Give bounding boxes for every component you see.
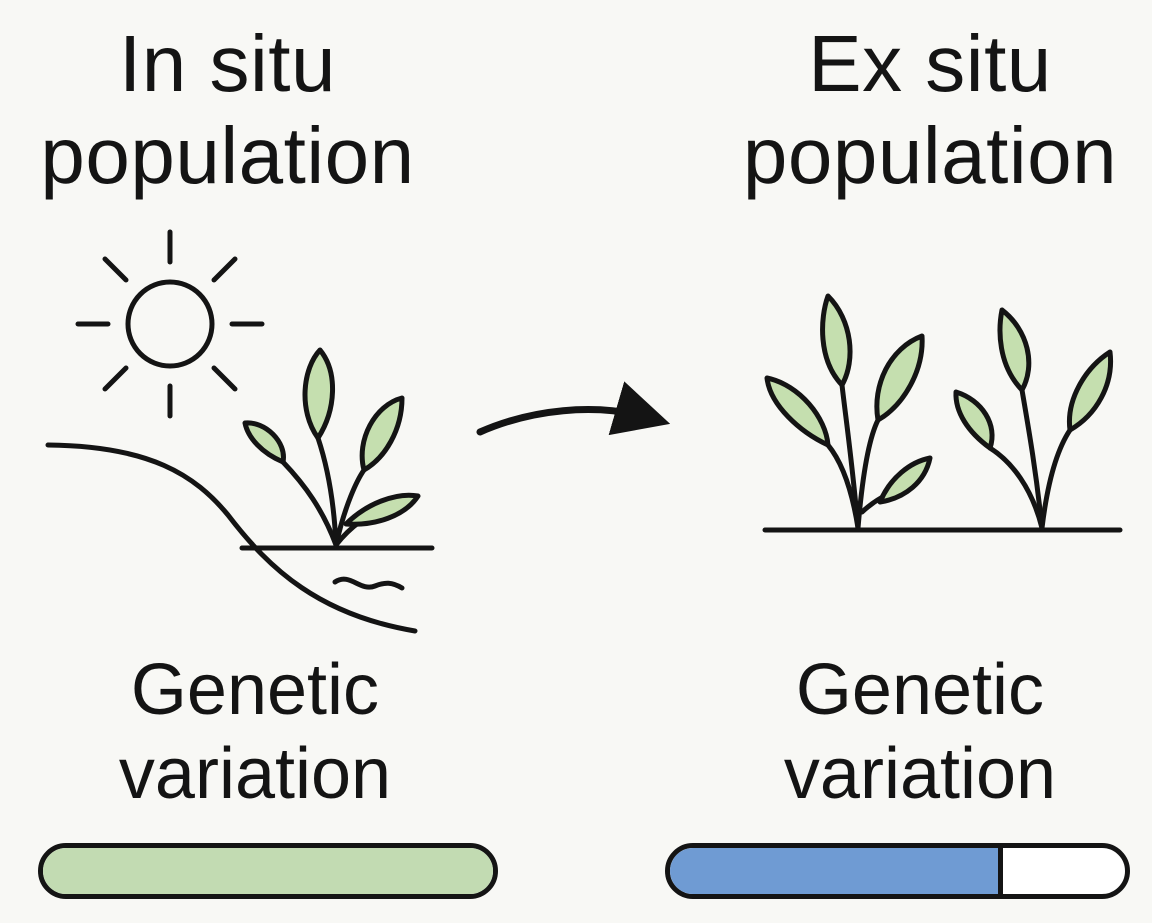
ex-situ-genetic-variation-label: Genetic variation: [700, 648, 1140, 816]
in-situ-genetic-variation-label: Genetic variation: [40, 648, 470, 816]
ex-situ-label-line2: variation: [783, 734, 1057, 814]
in-situ-title-line2: population: [40, 111, 415, 200]
arrow-right-icon: [476, 381, 671, 436]
in-situ-bar-fill: [43, 848, 493, 894]
plant-pair-icon: [762, 293, 1123, 533]
ex-situ-label-line1: Genetic: [795, 650, 1045, 730]
ex-situ-title-line2: population: [742, 111, 1118, 200]
in-situ-title: In situ population: [0, 18, 455, 202]
sun-icon: [75, 229, 265, 419]
ex-situ-bar-fill: [670, 848, 1003, 894]
in-situ-label-line2: variation: [118, 734, 392, 814]
hillside-icon: [45, 442, 435, 634]
ex-situ-title: Ex situ population: [700, 18, 1152, 202]
ex-situ-genetic-variation-bar: [665, 843, 1130, 899]
plant-icon: [242, 347, 421, 548]
ex-situ-title-line1: Ex situ: [808, 19, 1052, 108]
in-situ-label-line1: Genetic: [130, 650, 380, 730]
in-situ-genetic-variation-bar: [38, 843, 498, 899]
in-situ-title-line1: In situ: [119, 19, 336, 108]
